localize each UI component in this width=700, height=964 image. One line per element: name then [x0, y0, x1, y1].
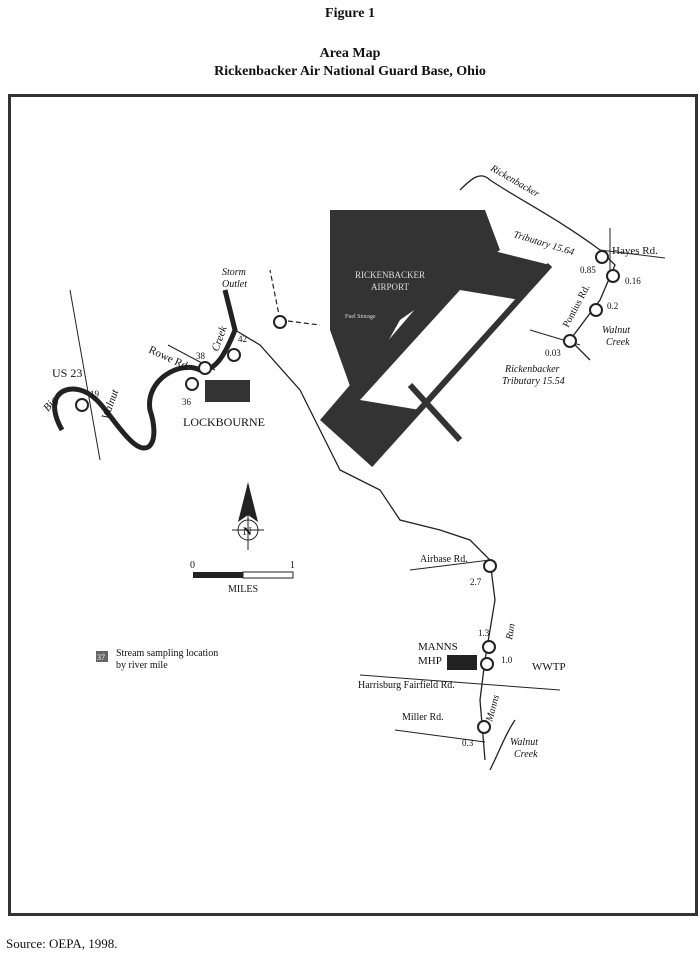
- walnut-creek-label-2: Creek: [606, 337, 630, 348]
- us23-label: US 23: [52, 366, 82, 380]
- map-frame: [8, 94, 698, 916]
- airport-label-2: AIRPORT: [371, 282, 409, 292]
- river-mile-36: 36: [182, 397, 192, 407]
- svg-text:Stream sampling location: Stream sampling location: [116, 648, 218, 659]
- lockbourne-label: LOCKBOURNE: [183, 415, 265, 429]
- scale-bar: 0 1 MILES: [190, 560, 295, 595]
- roads: [69, 228, 666, 743]
- river-mile-10: 1.0: [501, 655, 513, 665]
- map-title: Area Map: [319, 46, 381, 61]
- outlet-label: Outlet: [222, 279, 247, 290]
- svg-text:N: N: [243, 524, 252, 538]
- trib-1554-label: Tributary 15.54: [502, 376, 565, 387]
- miller-rd-label: Miller Rd.: [402, 712, 444, 723]
- walnut-creek-label: Walnut: [602, 325, 630, 336]
- svg-text:MILES: MILES: [228, 584, 258, 595]
- river-mile-13: 1.3: [478, 628, 490, 638]
- svg-text:37: 37: [97, 653, 105, 662]
- walnut-creek-south-label-2: Creek: [514, 749, 538, 760]
- river-mile-42: 42: [238, 334, 247, 344]
- map-subtitle: Rickenbacker Air National Guard Base, Oh…: [214, 64, 486, 79]
- north-arrow-icon: N: [232, 482, 264, 550]
- airbase-rd-label: Airbase Rd.: [420, 554, 468, 565]
- manns-label: MANNS: [418, 641, 458, 653]
- svg-text:1: 1: [290, 560, 295, 571]
- walnut-creek-south-label: Walnut: [510, 737, 538, 748]
- manns-mhp-area: [447, 655, 477, 670]
- rickenbacker-trib2-label: Rickenbacker: [504, 364, 560, 375]
- river-mile-016: 0.16: [625, 276, 641, 286]
- river-mile-003: 0.03: [545, 348, 561, 358]
- trib-1564-label: Tributary 15.64: [512, 229, 575, 258]
- run-label: Run: [504, 623, 518, 642]
- river-mile-02: 0.2: [607, 301, 618, 311]
- legend: 37 Stream sampling location by river mil…: [96, 648, 218, 671]
- lockbourne-area: [205, 380, 250, 402]
- river-mile-19: 19: [90, 389, 100, 399]
- rickenbacker-trib-label: Rickenbacker: [488, 163, 542, 200]
- river-mile-03: 0.3: [462, 738, 474, 748]
- storm-label: Storm: [222, 267, 246, 278]
- river-mile-38: 38: [196, 351, 206, 361]
- harrisburg-rd-label: Harrisburg Fairfield Rd.: [358, 680, 455, 691]
- rowe-rd-label: Rowe Rd.: [147, 344, 192, 374]
- svg-text:0: 0: [190, 560, 195, 571]
- river-mile-27: 2.7: [470, 577, 482, 587]
- mhp-label: MHP: [418, 655, 442, 667]
- svg-text:by river mile: by river mile: [116, 660, 168, 671]
- sampling-sites: [75, 250, 620, 734]
- source-note: Source: OEPA, 1998.: [6, 936, 118, 951]
- airport: RICKENBACKER AIRPORT Fuel Storage: [320, 210, 553, 468]
- pontius-rd-label: Pontius Rd.: [561, 283, 593, 329]
- hayes-rd-label: Hayes Rd.: [612, 245, 658, 257]
- airport-label: RICKENBACKER: [355, 270, 425, 280]
- figure-label: Figure 1: [325, 6, 375, 21]
- river-mile-085: 0.85: [580, 265, 596, 275]
- manns-run-label: Manns: [484, 694, 502, 724]
- fuel-storage-label: Fuel Storage: [345, 314, 376, 320]
- wwtp-label: WWTP: [532, 661, 566, 673]
